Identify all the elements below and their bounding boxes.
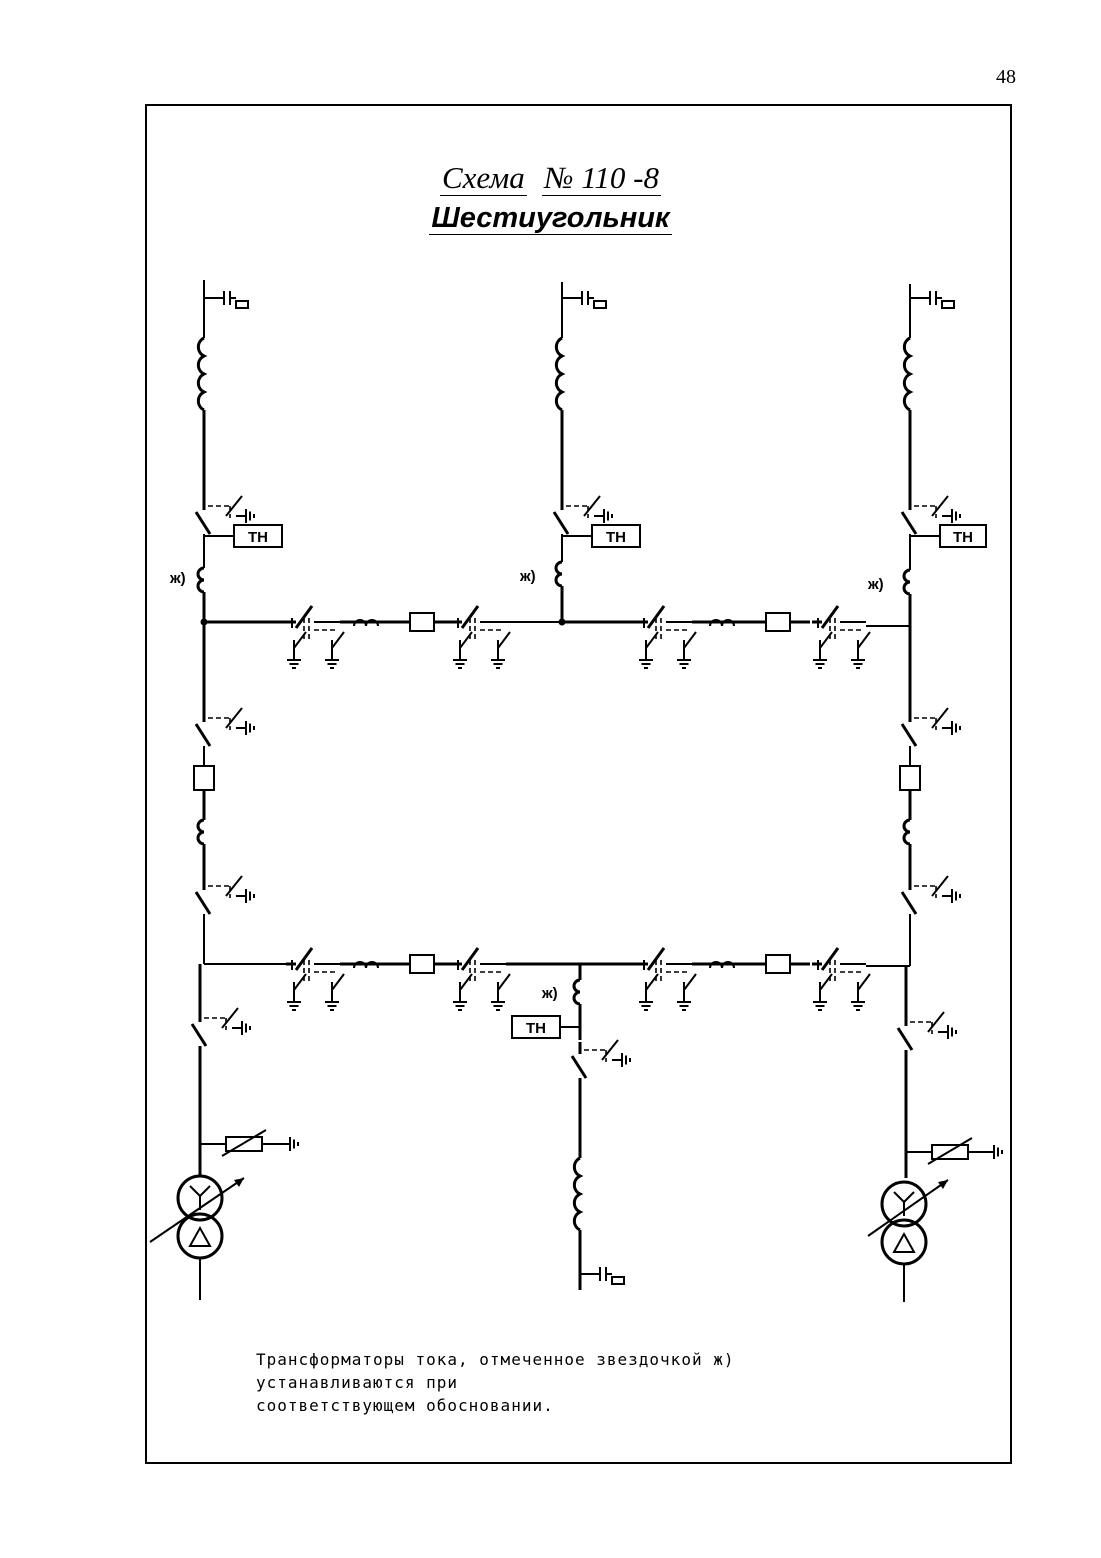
line-middle-bottom [560,964,630,1290]
vt-label-middle: ТН [606,529,626,546]
star-mark-middle: ж) [519,568,536,585]
scheme-name: Шестиугольник [429,202,672,235]
page-number: 48 [996,66,1016,88]
line-right-top [902,284,960,626]
footnote-line-3: соответствующем обосновании. [256,1396,554,1415]
vt-label-right: ТН [953,529,973,546]
line-middle-top [554,282,612,622]
vt-label-bottom: ТН [526,1020,546,1037]
scheme-word: Схема [440,160,527,196]
ring-side-right [899,626,960,966]
vt-box-middle: ТН [591,524,641,548]
line-left-top [196,280,254,622]
transformer-left [149,964,299,1300]
footnote: Трансформаторы тока, отмеченное звездочк… [256,1348,734,1417]
footnote-line-2: устанавливаются при [256,1373,459,1392]
ring-side-left [193,622,254,964]
star-mark-right: ж) [867,576,884,593]
transformer-right [867,966,1003,1302]
vt-box-left: ТН [233,524,283,548]
scheme-subtitle: Шестиугольник [0,202,1101,235]
drawing-frame [145,104,1012,1464]
scheme-number: № 110 -8 [542,160,661,196]
vt-box-bottom: ТН [511,1015,561,1039]
vt-label-left: ТН [248,529,268,546]
scheme-title: Схема № 110 -8 [0,160,1101,196]
footnote-line-1: Трансформаторы тока, отмеченное звездочк… [256,1350,735,1369]
ring-bus-bottom [204,948,910,1010]
vt-box-right: ТН [939,524,987,548]
ring-bus-top [200,606,910,668]
star-mark-bottom: ж) [541,985,558,1002]
star-mark-left: ж) [169,570,186,587]
